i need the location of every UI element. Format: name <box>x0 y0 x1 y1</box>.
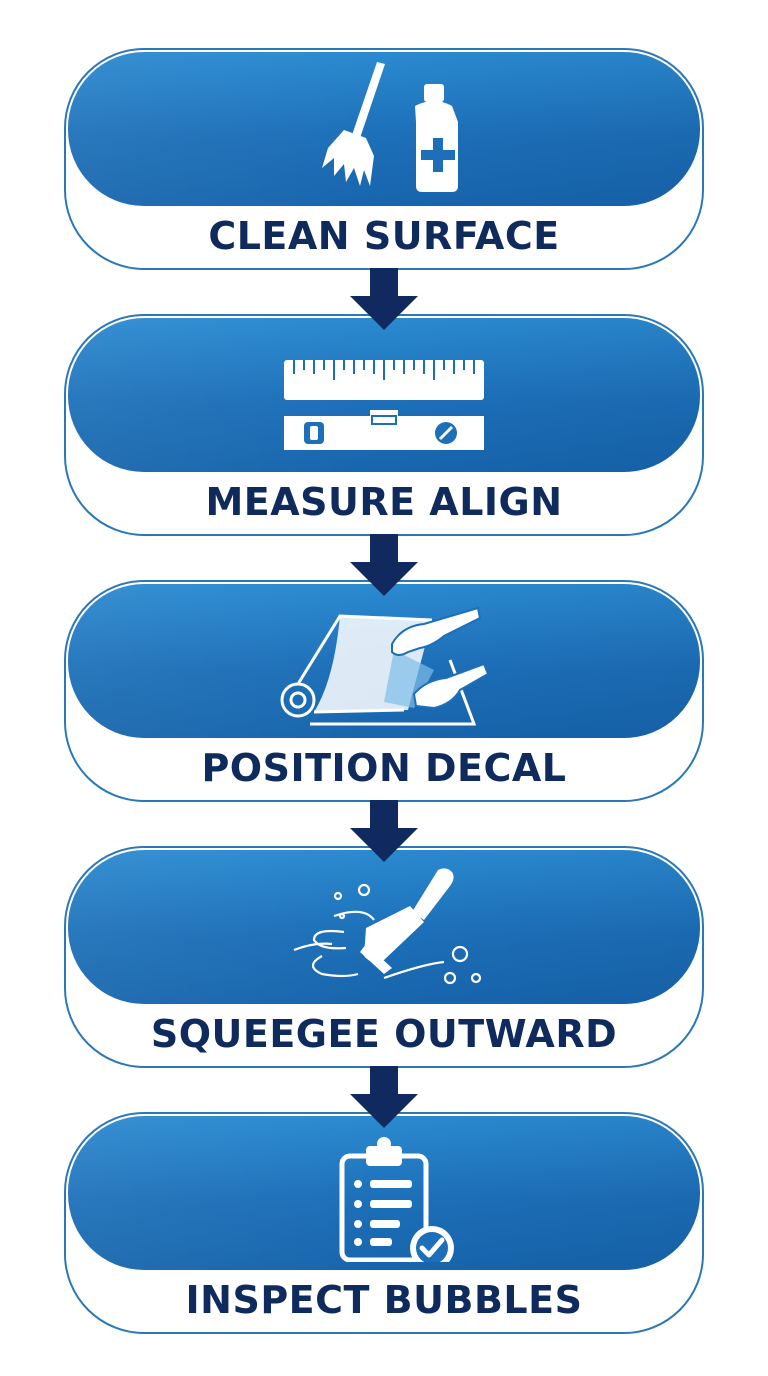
clipboard-checklist-icon <box>339 1137 454 1262</box>
step-banner <box>68 52 700 206</box>
step-label: MEASURE ALIGN <box>205 480 563 524</box>
squeegee-icon <box>293 868 482 985</box>
step-label: SQUEEGEE OUTWARD <box>150 1012 618 1056</box>
broom-and-spray-bottle-icon <box>322 62 458 192</box>
step-label: POSITION DECAL <box>201 746 567 790</box>
ruler-and-level-icon <box>284 360 484 450</box>
step-clean-surface: CLEAN SURFACE <box>64 48 704 270</box>
step-inspect-bubbles: INSPECT BUBBLES <box>64 1112 704 1334</box>
step-squeegee-outward: SQUEEGEE OUTWARD <box>64 846 704 1068</box>
step-label: CLEAN SURFACE <box>208 214 560 258</box>
down-arrow-icon <box>350 1066 418 1128</box>
step-position-decal: POSITION DECAL <box>64 580 704 802</box>
down-arrow-icon <box>350 800 418 862</box>
down-arrow-icon <box>350 268 418 330</box>
step-label: INSPECT BUBBLES <box>185 1278 583 1322</box>
hands-applying-decal-icon <box>280 606 490 726</box>
down-arrow-icon <box>350 534 418 596</box>
step-measure-align: MEASURE ALIGN <box>64 314 704 536</box>
